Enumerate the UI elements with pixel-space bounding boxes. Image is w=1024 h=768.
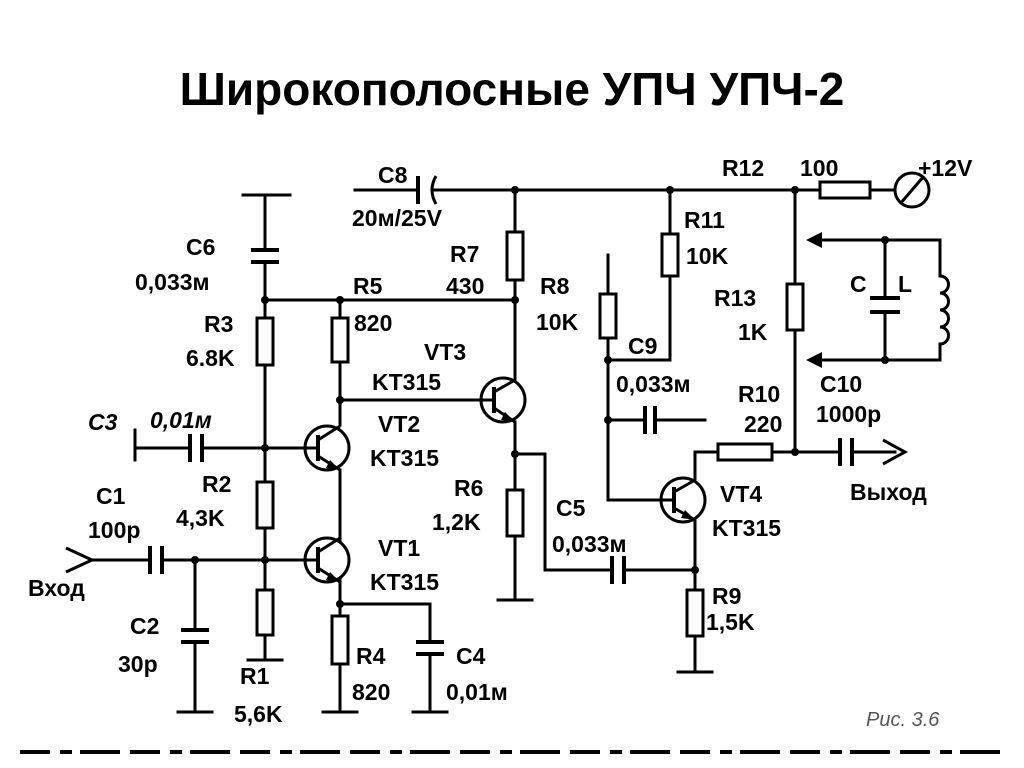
r8-value: 10K — [536, 309, 579, 335]
power-label: +12V — [918, 155, 973, 181]
capacitor-c3 — [188, 434, 204, 462]
r1-name: R1 — [240, 663, 270, 689]
resistor-r11 — [660, 232, 680, 278]
resistor-r2 — [255, 480, 275, 530]
c10-value: 1000p — [816, 401, 881, 427]
transistor-vt2 — [303, 424, 351, 472]
output-label: Выход — [850, 479, 927, 505]
r11-value: 10K — [686, 243, 729, 269]
r3-name: R3 — [204, 311, 233, 337]
c1-value: 100p — [88, 517, 140, 543]
capacitor-c9 — [643, 406, 657, 434]
capacitor-c2 — [181, 628, 209, 644]
r6-value: 1,2K — [432, 509, 481, 535]
r4-value: 820 — [352, 679, 390, 705]
junction-dots — [191, 186, 889, 608]
figure-label: Рис. 3.6 — [866, 709, 940, 731]
c1-name: C1 — [96, 483, 126, 509]
r11-name: R11 — [684, 207, 725, 233]
capacitor-c6 — [251, 248, 279, 264]
resistors — [255, 180, 872, 666]
resistor-r8 — [598, 292, 618, 340]
r6-name: R6 — [454, 475, 483, 501]
vt1-type: KT315 — [370, 569, 439, 595]
c3-name: C3 — [88, 409, 118, 435]
power-terminal-icon — [893, 171, 931, 209]
resistor-r7 — [505, 230, 525, 282]
inductor-l — [939, 274, 950, 346]
r8-name: R8 — [540, 273, 570, 299]
vt1-name: VT1 — [378, 535, 420, 561]
c2-value: 30p — [118, 651, 158, 677]
tank-c-label: C — [850, 271, 867, 297]
resistor-r13 — [785, 282, 805, 332]
capacitor-tank-c — [870, 296, 900, 314]
vt3-name: VT3 — [424, 339, 466, 365]
input-label: Вход — [28, 575, 85, 601]
c8-name: C8 — [378, 162, 408, 188]
r1-value: 5,6K — [234, 701, 283, 727]
capacitor-c5 — [610, 556, 626, 584]
r5-value: 820 — [354, 310, 392, 336]
vt2-type: KT315 — [370, 445, 439, 471]
transistor-vt1 — [303, 536, 351, 584]
r5-name: R5 — [353, 273, 383, 299]
vt3-type: KT315 — [372, 369, 441, 395]
resistor-r12 — [818, 180, 872, 200]
tank-tap-arrows — [806, 232, 822, 368]
c4-value: 0,01м — [446, 679, 508, 705]
r2-name: R2 — [202, 471, 231, 497]
vt4-name: VT4 — [720, 481, 762, 507]
c3-value: 0,01м — [150, 407, 212, 433]
transistor-vt3 — [475, 376, 527, 424]
c2-name: C2 — [130, 613, 159, 639]
r10-value: 220 — [744, 411, 782, 437]
resistor-r4 — [330, 614, 350, 666]
resistor-r5 — [330, 316, 350, 364]
c6-value: 0,033м — [135, 269, 210, 295]
r9-value: 1,5K — [706, 609, 755, 635]
r3-value: 6.8K — [186, 345, 235, 371]
c5-name: C5 — [556, 495, 586, 521]
c4-name: C4 — [456, 643, 486, 669]
r9-name: R9 — [712, 583, 741, 609]
vt4-type: KT315 — [712, 515, 781, 541]
r4-name: R4 — [356, 643, 386, 669]
page-title: Широкополосные УПЧ УПЧ-2 — [179, 63, 845, 115]
r13-name: R13 — [714, 285, 756, 311]
resistor-r3 — [255, 316, 275, 367]
r2-value: 4,3K — [176, 505, 225, 531]
r13-value: 1K — [738, 319, 768, 345]
vt2-name: VT2 — [378, 411, 420, 437]
r12-value: 100 — [800, 155, 838, 181]
c6-name: C6 — [186, 234, 215, 260]
output-terminal-icon — [882, 438, 909, 466]
input-terminal-icon — [65, 546, 96, 574]
resistor-r1 — [255, 588, 275, 637]
capacitors — [148, 175, 900, 656]
capacitor-c1 — [148, 546, 164, 574]
capacitor-c10 — [838, 438, 854, 466]
c5-value: 0,033м — [552, 531, 627, 557]
transistor-vt4 — [659, 476, 707, 524]
r10-name: R10 — [738, 381, 780, 407]
r12-name: R12 — [722, 155, 764, 181]
capacitor-c8 — [416, 175, 442, 205]
resistor-r10 — [716, 442, 774, 462]
c8-value: 20м/25V — [352, 205, 443, 231]
r7-name: R7 — [450, 241, 479, 267]
c9-value: 0,033м — [616, 371, 691, 397]
resistor-r6 — [505, 488, 525, 538]
resistor-r9 — [685, 588, 705, 638]
c10-name: C10 — [820, 371, 862, 397]
r7-value: 430 — [446, 273, 484, 299]
tank-l-label: L — [898, 271, 912, 297]
c9-name: C9 — [628, 333, 657, 359]
capacitor-c4 — [416, 640, 444, 656]
component-labels: C8 20м/25V R12 100 +12V C6 0,033м R3 6.8… — [28, 155, 973, 731]
